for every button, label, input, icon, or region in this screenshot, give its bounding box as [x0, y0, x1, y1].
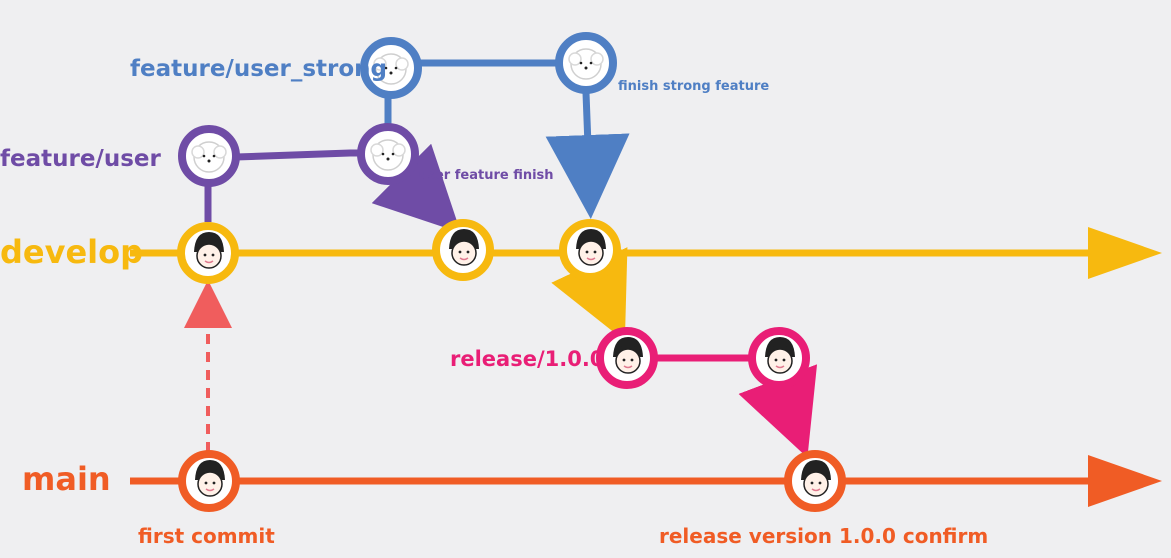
- commit-node-develop-1[interactable]: [181, 226, 235, 280]
- main-arrowhead: [1088, 455, 1162, 507]
- commit-node-main-1[interactable]: [182, 454, 236, 508]
- develop-arrowhead: [1088, 227, 1162, 279]
- first-commit-annotation: first commit: [138, 524, 275, 548]
- release-to-main-arrow: [780, 385, 800, 438]
- release-confirm-annotation: release version 1.0.0 confirm: [659, 524, 988, 548]
- feature-user-strong-merge-arrow: [586, 93, 590, 198]
- commit-node-feature-user-strong-2[interactable]: [559, 36, 613, 90]
- commit-node-develop-2[interactable]: [436, 223, 490, 277]
- develop-label: develop: [0, 233, 143, 271]
- commit-node-feature-user-1[interactable]: [182, 129, 236, 183]
- person-icon: [765, 337, 795, 373]
- person-icon: [195, 460, 225, 496]
- user-feature-finish-annotation: user feature finish: [418, 168, 554, 183]
- commit-node-feature-user-2[interactable]: [361, 127, 415, 181]
- commit-node-release-2[interactable]: [752, 331, 806, 385]
- feature-user-label: feature/user: [0, 146, 162, 172]
- person-icon: [576, 229, 606, 265]
- commit-node-develop-3[interactable]: [563, 223, 617, 277]
- person-icon: [613, 337, 643, 373]
- person-icon: [801, 460, 831, 496]
- person-icon: [194, 232, 224, 268]
- release-label: release/1.0.0: [450, 347, 604, 371]
- finish-strong-feature-annotation: finish strong feature: [618, 79, 769, 94]
- commit-node-main-2[interactable]: [788, 454, 842, 508]
- develop-to-release-arrow: [595, 277, 616, 322]
- person-icon: [449, 229, 479, 265]
- feature-user-strong-label: feature/user_strong: [130, 56, 387, 82]
- main-label: main: [22, 460, 111, 498]
- commit-node-release-1[interactable]: [600, 331, 654, 385]
